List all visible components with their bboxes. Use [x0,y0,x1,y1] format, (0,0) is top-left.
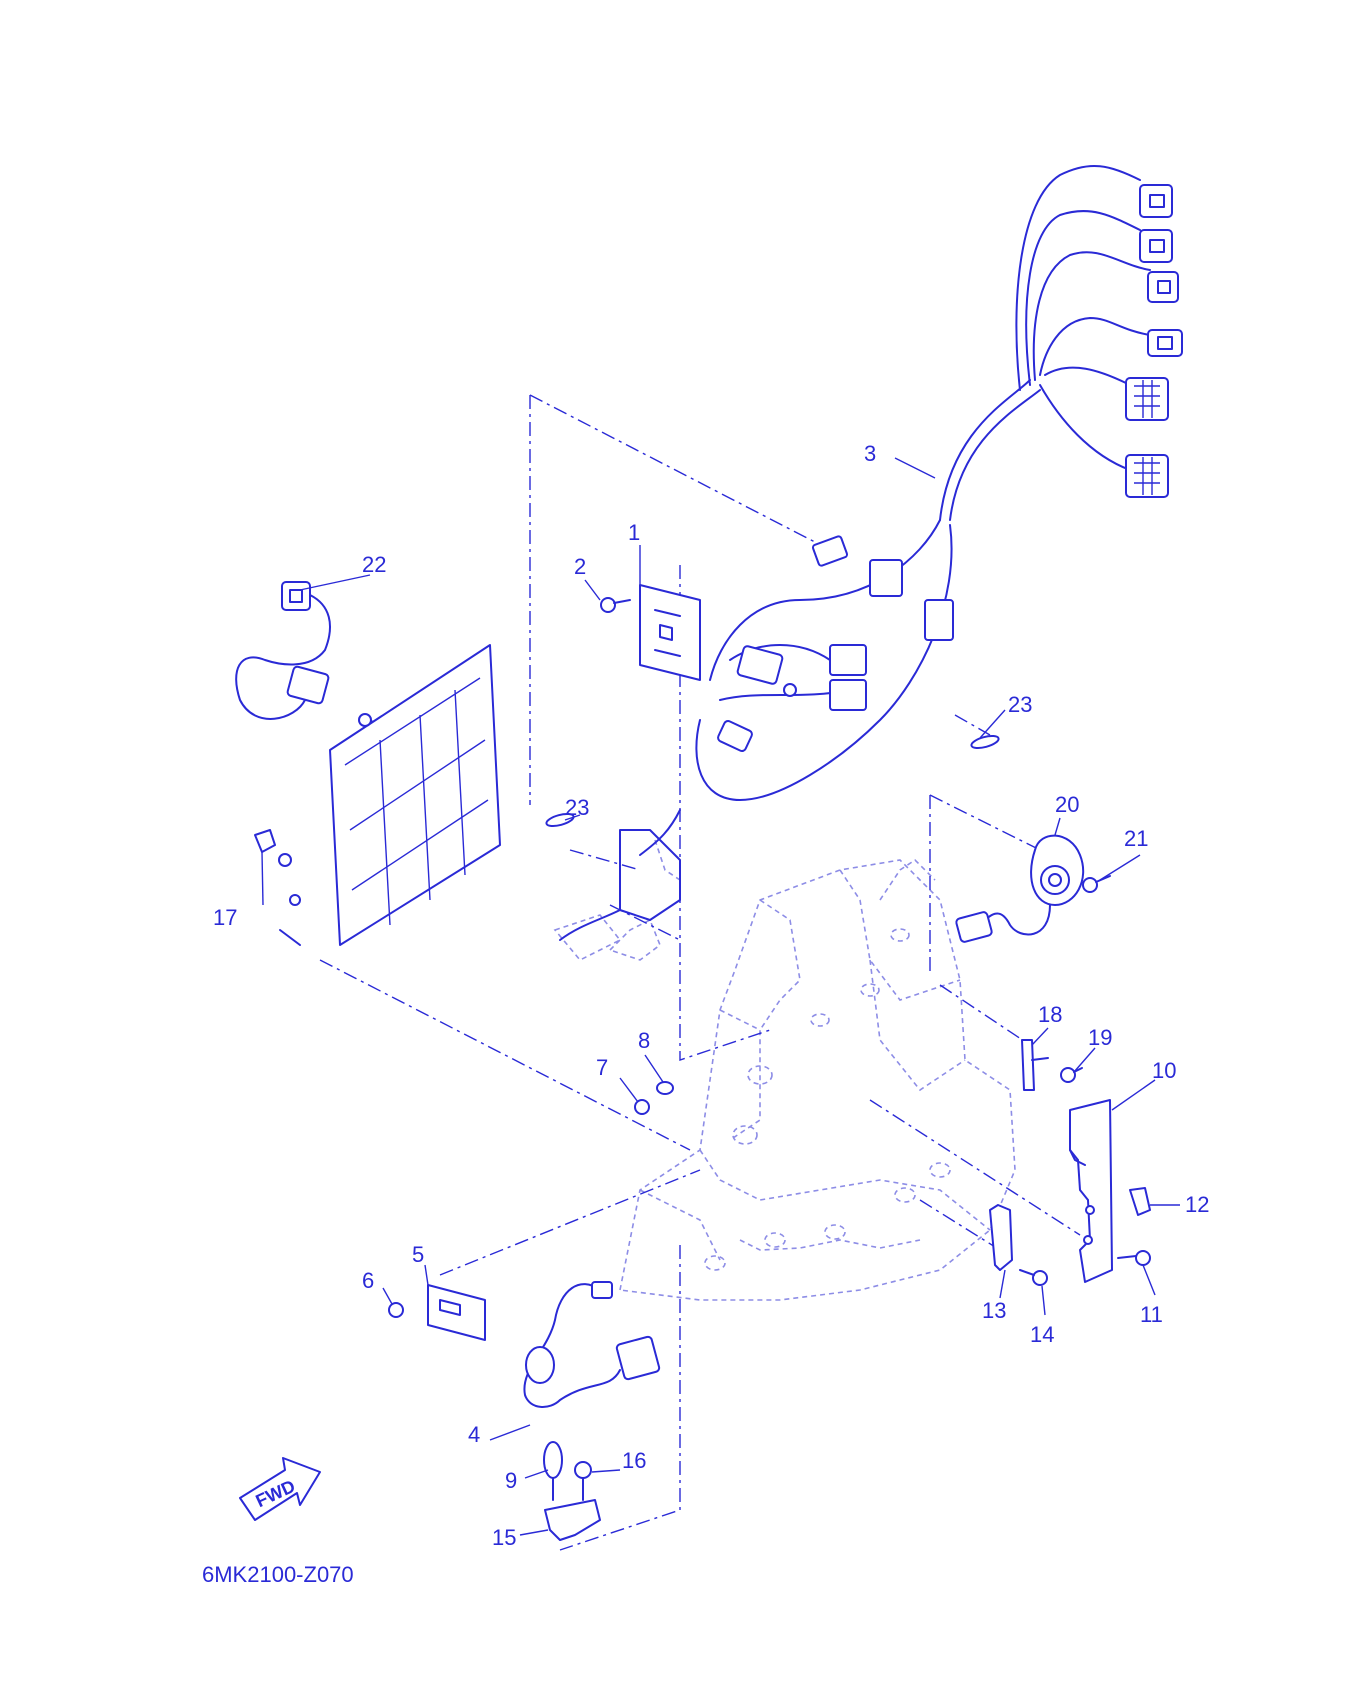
bracket-part-10[interactable] [1069,1099,1113,1283]
callout-19: 19 [1088,1025,1112,1050]
bracket-part-13[interactable] [989,1204,1013,1271]
callout-2: 2 [574,554,586,579]
callout-6: 6 [362,1268,374,1293]
clip-part-23-b[interactable] [545,812,575,829]
sensor-assembly [559,809,681,941]
callout-9: 9 [505,1468,517,1493]
engine-block-outline [553,839,1016,1301]
callout-15: 15 [492,1525,516,1550]
plate-part-5[interactable] [427,1284,486,1341]
callout-10: 10 [1152,1058,1176,1083]
callout-5: 5 [412,1242,424,1267]
wire-harness-part-3[interactable] [695,164,1183,801]
screw-part-2[interactable] [600,597,631,613]
sensor-lead-part-22[interactable] [235,581,331,720]
bracket-part-18[interactable] [1021,1039,1049,1091]
callout-21: 21 [1124,826,1148,851]
screw-part-21[interactable] [1082,875,1111,893]
connector-icon [1125,184,1183,498]
callout-17: 17 [213,905,237,930]
screw-part-7[interactable] [634,1099,650,1115]
screw-part-17[interactable] [254,829,301,946]
callout-16: 16 [622,1448,646,1473]
clip-part-23-a[interactable] [970,734,1000,751]
plate-part-1[interactable] [639,584,701,681]
bracket-part-15[interactable] [544,1499,601,1541]
callout-18: 18 [1038,1002,1062,1027]
grommet-part-9[interactable] [543,1441,563,1501]
clip-part-12[interactable] [1129,1187,1151,1216]
callout-11: 11 [1140,1302,1163,1327]
callout-22: 22 [362,552,386,577]
callout-20: 20 [1055,792,1079,817]
callout-1: 1 [628,520,640,545]
callout-14: 14 [1030,1322,1054,1347]
callout-23-lower: 23 [565,795,589,820]
callout-23-upper: 23 [1008,692,1032,717]
callout-3: 3 [864,441,876,466]
screw-part-6[interactable] [388,1302,404,1318]
callout-8: 8 [638,1028,650,1053]
screw-part-19[interactable] [1060,1067,1083,1083]
leader-lines [319,394,1081,1551]
callout-labels: 1 2 3 4 5 6 7 8 9 10 11 12 13 14 15 16 1… [213,441,1209,1550]
bolt-part-11[interactable] [1117,1250,1151,1266]
o-ring-part-8[interactable] [656,1081,674,1095]
sensor-lead-part-4[interactable] [523,1281,661,1408]
mounting-plate[interactable] [289,644,501,946]
fwd-arrow-icon: FWD [239,1457,321,1521]
callout-7: 7 [596,1055,608,1080]
drawing-code: 6MK2100-Z070 [202,1562,354,1587]
bolt-part-16[interactable] [574,1461,592,1501]
callout-4: 4 [468,1422,480,1447]
sensor-part-20[interactable] [955,834,1085,943]
callout-13: 13 [982,1298,1006,1323]
callout-leaders [261,457,1180,1536]
callout-12: 12 [1185,1192,1209,1217]
bolt-part-14[interactable] [1019,1269,1048,1286]
